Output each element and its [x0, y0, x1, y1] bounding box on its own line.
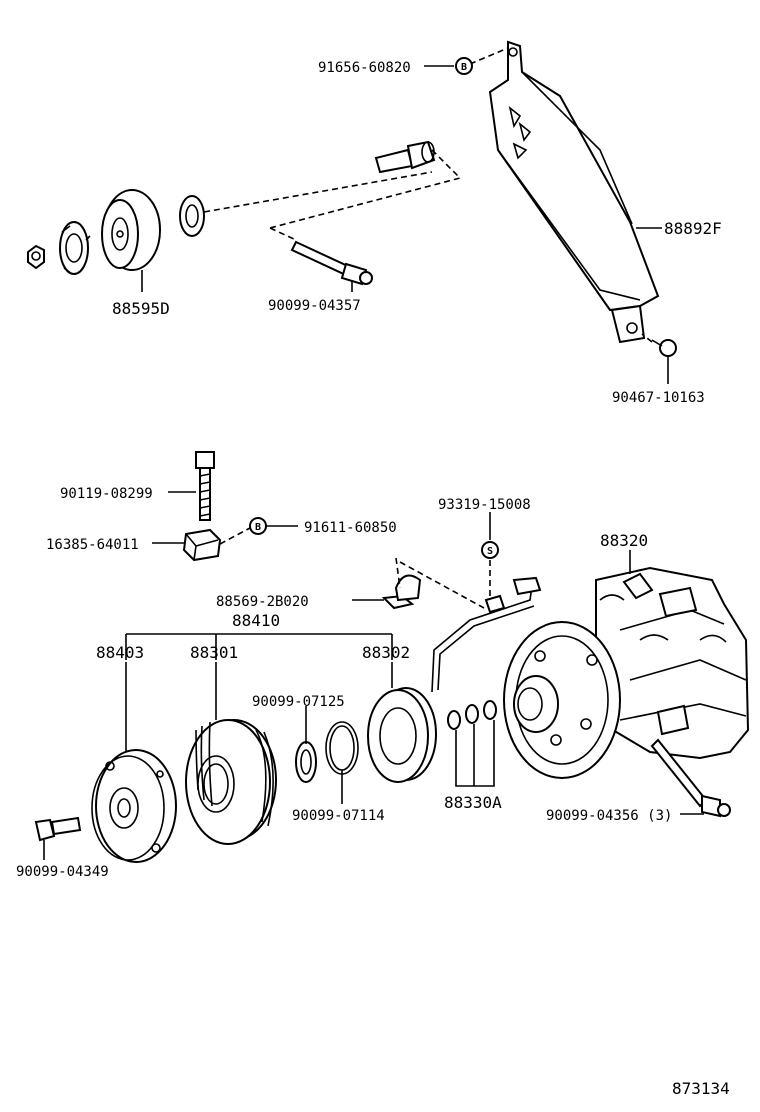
marker-b-mid-text: B [255, 522, 261, 533]
label-88301: 88301 [190, 643, 238, 662]
label-88569-2b020: 88569-2B020 [216, 594, 309, 610]
idler-pulley-assembly [27, 189, 205, 275]
label-90099-07125: 90099-07125 [252, 694, 345, 710]
label-90099-04356: 90099-04356 (3) [546, 808, 672, 824]
clutch-hub-88403 [91, 749, 177, 863]
clamp-88569-2b020 [381, 574, 422, 610]
marker-b-top [455, 57, 473, 75]
label-90099-04357: 90099-04357 [268, 298, 361, 314]
label-88403: 88403 [96, 643, 144, 662]
label-88330a: 88330A [444, 793, 502, 812]
label-90119-08299: 90119-08299 [60, 486, 153, 502]
label-88410: 88410 [232, 611, 280, 630]
wire-harness [431, 576, 542, 693]
o-rings-88330a [447, 700, 497, 730]
bolt-90099-04357 [290, 240, 373, 286]
label-88595d: 88595D [112, 299, 170, 318]
snap-ring-90099-07125 [295, 741, 317, 783]
dash-pulley-to-bolt [203, 171, 433, 213]
label-88320: 88320 [600, 531, 648, 550]
label-91656-60820: 91656-60820 [318, 60, 411, 76]
marker-b-top-text: B [461, 62, 467, 73]
bolt-90099-04349 [34, 816, 82, 842]
label-91611-60850: 91611-60850 [304, 520, 397, 536]
bolt-90119-08299 [195, 451, 215, 521]
adjusting-bolt-top [374, 140, 436, 174]
bolt-90467-10163 [651, 339, 677, 357]
label-90099-04349: 90099-04349 [16, 864, 109, 880]
label-90467-10163: 90467-10163 [612, 390, 705, 406]
label-90099-07114: 90099-07114 [292, 808, 385, 824]
marker-s-mid-text: S [487, 546, 493, 557]
label-16385-64011: 16385-64011 [46, 537, 139, 553]
marker-s-mid [481, 541, 499, 559]
bolt-90099-04356 [650, 738, 731, 818]
bracket-88892f [488, 40, 660, 344]
pulley-88301 [185, 719, 277, 845]
label-88302: 88302 [362, 643, 410, 662]
field-coil-88302 [367, 687, 437, 783]
diagram-number: 873134 [672, 1079, 730, 1098]
label-93319-15008: 93319-15008 [438, 497, 531, 513]
compressor-88320 [503, 566, 750, 779]
block-16385-64011 [182, 528, 222, 562]
label-88892f: 88892F [664, 219, 722, 238]
snap-ring-90099-07114 [325, 721, 359, 775]
